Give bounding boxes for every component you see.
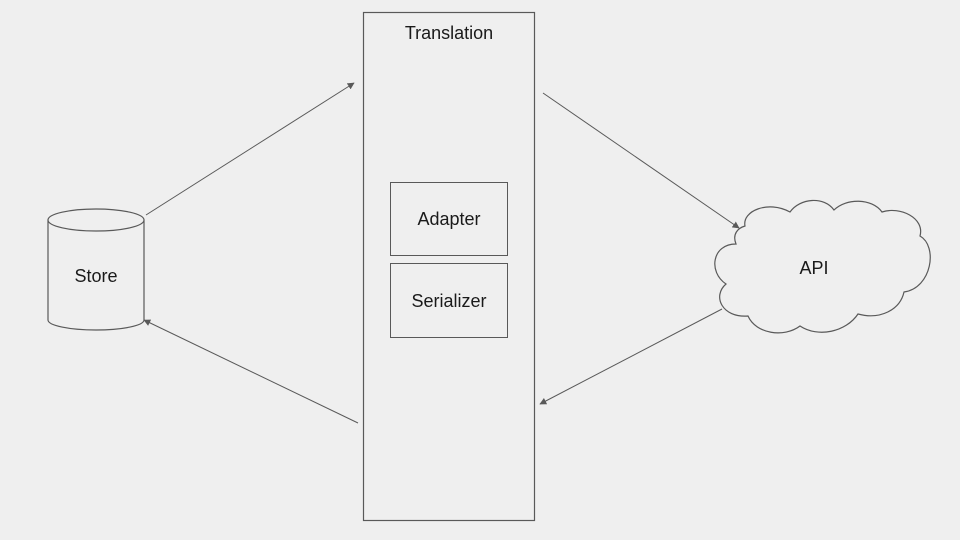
translation-title: Translation: [404, 23, 494, 43]
api-cloud: [714, 199, 931, 334]
serializer-label: Serializer: [411, 290, 487, 311]
adapter-label: Adapter: [417, 209, 481, 229]
arrow-translation-to-store: [143, 319, 359, 424]
serializer-box: Serializer: [390, 263, 508, 338]
store-cylinder: [47, 208, 145, 331]
arrow-translation-to-api: [542, 92, 740, 229]
adapter-box: Adapter: [390, 182, 508, 256]
arrow-store-to-translation: [145, 82, 355, 216]
store-label: Store: [74, 266, 118, 286]
api-label: API: [799, 258, 829, 278]
arrow-api-to-translation: [539, 308, 723, 405]
